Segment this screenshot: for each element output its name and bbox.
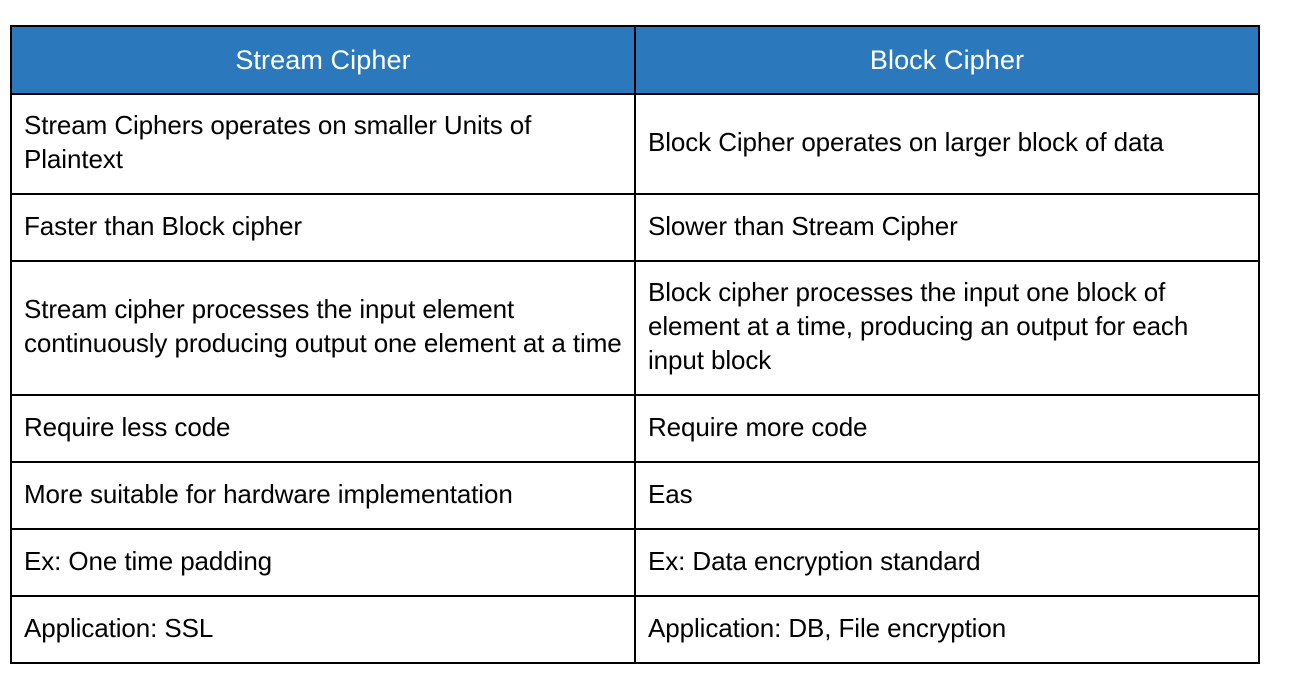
table-row: Ex: One time padding Ex: Data encryption…	[10, 528, 1260, 597]
cell-stream-cipher-1: Stream Ciphers operates on smaller Units…	[10, 93, 636, 195]
cell-block-cipher-4: Require more code	[634, 394, 1260, 463]
cell-text: Faster than Block cipher	[24, 210, 302, 241]
cell-stream-cipher-3: Stream cipher processes the input elemen…	[10, 260, 636, 396]
cell-text: Ex: Data encryption standard	[648, 545, 981, 576]
cell-block-cipher-3: Block cipher processes the input one blo…	[634, 260, 1260, 396]
cell-text: Require less code	[24, 411, 231, 442]
cell-stream-cipher-6: Ex: One time padding	[10, 528, 636, 597]
table-body: Stream Ciphers operates on smaller Units…	[10, 93, 1260, 664]
table-row: Require less code Require more code	[10, 394, 1260, 463]
cell-block-cipher-5: Eas	[634, 461, 1260, 530]
cell-text: Eas	[648, 478, 693, 509]
table-header-row: Stream Cipher Block Cipher	[10, 25, 1260, 95]
cell-text: Ex: One time padding	[24, 545, 273, 576]
column-header-block-cipher: Block Cipher	[634, 25, 1260, 95]
cell-text: Slower than Stream Cipher	[648, 210, 958, 241]
column-header-stream-cipher: Stream Cipher	[10, 25, 636, 95]
cell-text: Stream Ciphers operates on smaller Units…	[24, 110, 532, 174]
cell-text: Application: SSL	[24, 612, 214, 643]
cell-text: Application: DB, File encryption	[648, 612, 1007, 643]
table-row: Application: SSL Application: DB, File e…	[10, 595, 1260, 664]
cell-text: More suitable for hardware implementatio…	[24, 478, 513, 509]
cell-stream-cipher-7: Application: SSL	[10, 595, 636, 664]
table-row: Faster than Block cipher Slower than Str…	[10, 193, 1260, 262]
table-header: Stream Cipher Block Cipher	[10, 25, 1260, 95]
table-row: Stream cipher processes the input elemen…	[10, 260, 1260, 396]
table-row: More suitable for hardware implementatio…	[10, 461, 1260, 530]
cell-block-cipher-7: Application: DB, File encryption	[634, 595, 1260, 664]
cell-block-cipher-6: Ex: Data encryption standard	[634, 528, 1260, 597]
cell-block-cipher-2: Slower than Stream Cipher	[634, 193, 1260, 262]
cell-text: Block cipher processes the input one blo…	[648, 277, 1189, 375]
cell-text: Block Cipher operates on larger block of…	[648, 127, 1164, 158]
table-row: Stream Ciphers operates on smaller Units…	[10, 93, 1260, 195]
cell-stream-cipher-5: More suitable for hardware implementatio…	[10, 461, 636, 530]
cell-stream-cipher-4: Require less code	[10, 394, 636, 463]
cell-text: Stream cipher processes the input elemen…	[24, 294, 622, 358]
cell-block-cipher-1: Block Cipher operates on larger block of…	[634, 93, 1260, 195]
cell-text: Require more code	[648, 411, 868, 442]
cipher-comparison-table: Stream Cipher Block Cipher Stream Cipher…	[10, 25, 1260, 664]
cell-stream-cipher-2: Faster than Block cipher	[10, 193, 636, 262]
